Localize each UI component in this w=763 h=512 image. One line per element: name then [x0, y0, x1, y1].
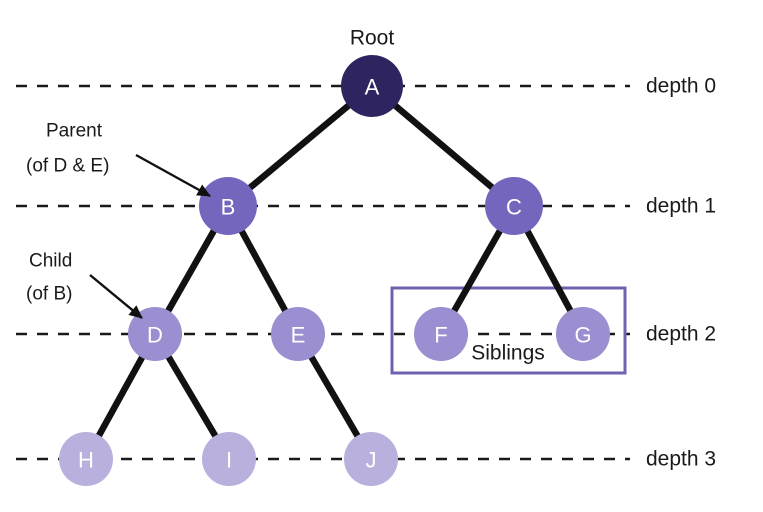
depth-label-1: depth 1	[646, 195, 716, 218]
depth-label-2: depth 2	[646, 323, 716, 346]
node-circle-D[interactable]	[128, 307, 182, 361]
tree-edges	[83, 83, 586, 461]
node-label-I: I	[226, 448, 232, 473]
annotation-parent-arrow-icon	[135, 153, 211, 198]
tree-node-D[interactable]: D	[128, 307, 182, 361]
depth-label-3: depth 3	[646, 448, 716, 471]
node-circle-E[interactable]	[271, 307, 325, 361]
node-circle-J[interactable]	[344, 432, 398, 486]
node-label-H: H	[78, 448, 94, 473]
text-labels: depth 0 depth 1 depth 2 depth 3 Siblings Root	[350, 27, 716, 471]
siblings-box-outline	[390, 286, 627, 375]
depth-guide-lines	[16, 84, 630, 461]
tree-node-F[interactable]: F	[414, 307, 468, 361]
tree-node-G[interactable]: G	[556, 307, 610, 361]
annotation-child-arrow-icon	[89, 274, 143, 319]
node-label-B: B	[221, 195, 236, 220]
annotation-parent-line1: Parent	[46, 121, 103, 142]
depth-label-0: depth 0	[646, 75, 716, 98]
node-label-D: D	[147, 323, 163, 348]
node-circle-C[interactable]	[485, 177, 543, 235]
tree-node-C[interactable]: C	[485, 177, 543, 235]
node-label-E: E	[291, 323, 306, 348]
annotation-child-line2: (of B)	[26, 284, 72, 305]
node-circle-H[interactable]	[59, 432, 113, 486]
tree-edge-A-B	[225, 83, 375, 209]
tree-node-I[interactable]: I	[202, 432, 256, 486]
annotation-parent-line2: (of D & E)	[26, 156, 109, 177]
node-circle-G[interactable]	[556, 307, 610, 361]
node-circle-B[interactable]	[199, 177, 257, 235]
siblings-group-box	[390, 286, 627, 375]
callout-annotations: Parent (of D & E) Child (of B)	[26, 121, 211, 319]
tree-node-B[interactable]: B	[199, 177, 257, 235]
node-circle-A[interactable]	[341, 55, 403, 117]
node-label-F: F	[434, 323, 447, 348]
root-label: Root	[350, 27, 395, 50]
node-circle-I[interactable]	[202, 432, 256, 486]
node-label-G: G	[574, 323, 591, 348]
siblings-label: Siblings	[471, 342, 545, 365]
node-circle-F[interactable]	[414, 307, 468, 361]
tree-node-H[interactable]: H	[59, 432, 113, 486]
tree-nodes: A B C D E F G H I J	[59, 55, 610, 486]
node-label-A: A	[365, 75, 380, 100]
annotation-child-line1: Child	[29, 251, 72, 272]
node-label-C: C	[506, 195, 522, 220]
tree-node-J[interactable]: J	[344, 432, 398, 486]
tree-node-E[interactable]: E	[271, 307, 325, 361]
node-label-J: J	[366, 448, 377, 473]
tree-node-A[interactable]: A	[341, 55, 403, 117]
